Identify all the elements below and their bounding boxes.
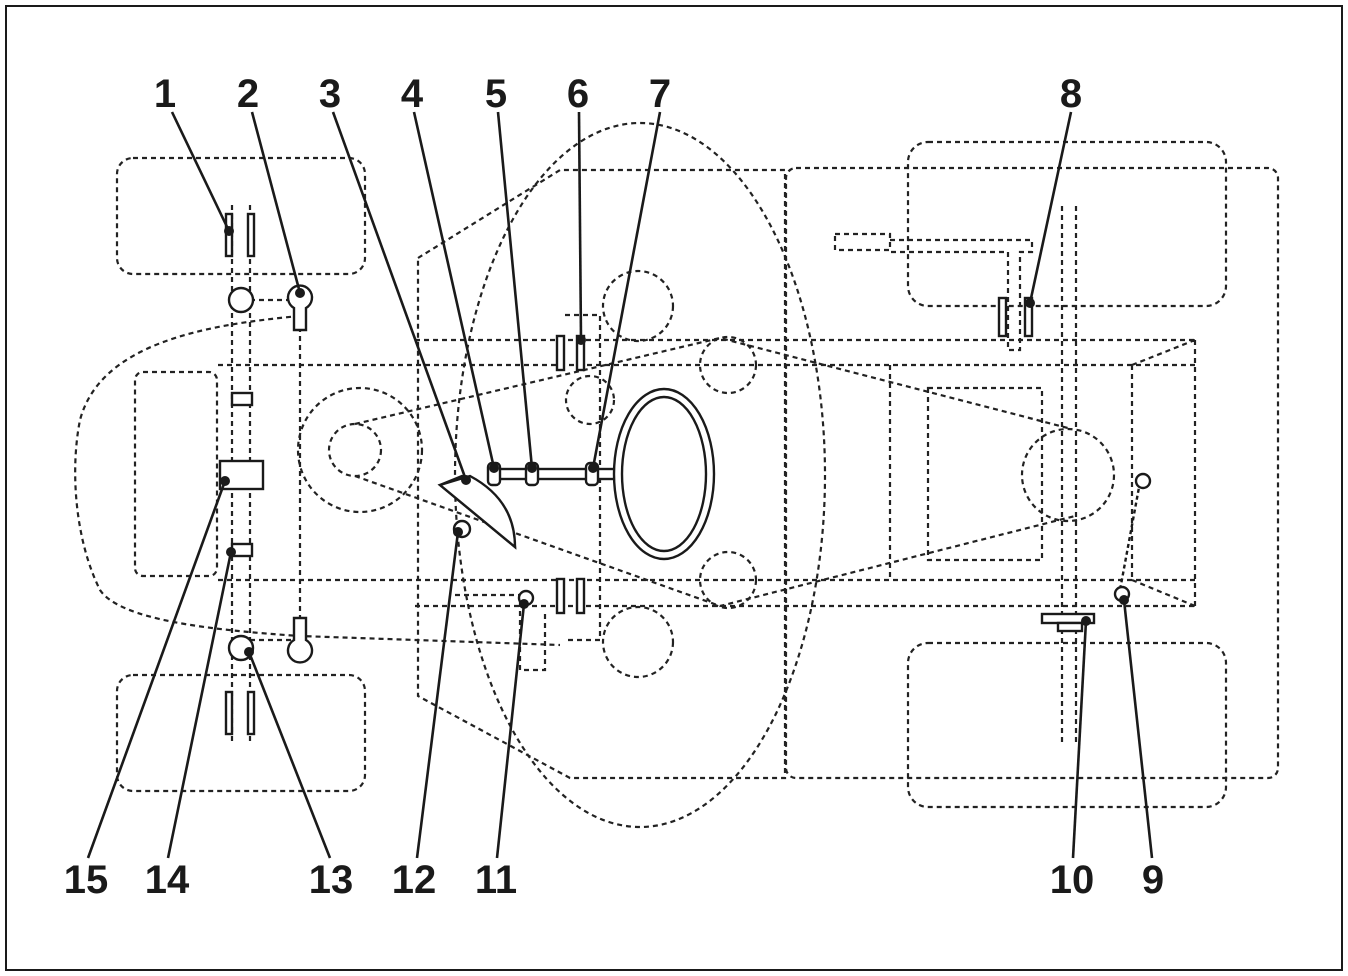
leader-dot-1 <box>224 226 234 236</box>
leader-14 <box>166 551 233 859</box>
leader-dot-3 <box>461 475 471 485</box>
leader-dot-4 <box>489 463 499 473</box>
deck-idler-top <box>698 335 758 395</box>
deck-height-quadrant-arc <box>437 474 517 550</box>
deck-idler-bottom <box>698 550 758 610</box>
leader-7 <box>591 111 662 469</box>
rear-body <box>784 166 1280 780</box>
deck-lift-rod <box>455 593 547 672</box>
rear-lever-knob <box>1134 472 1152 490</box>
solid-components <box>218 212 1152 736</box>
leader-dot-9 <box>1119 595 1129 605</box>
callout-labels: 1 2 3 4 5 6 7 8 9 10 11 12 13 14 15 <box>64 72 1164 902</box>
deck-hanger-bottom-a <box>555 577 566 615</box>
engine-pulley-large <box>296 386 424 514</box>
front-grille <box>133 370 219 578</box>
leader-dot-14 <box>226 547 236 557</box>
leader-dot-5 <box>527 463 537 473</box>
callout-label-14: 14 <box>145 858 190 902</box>
callout-label-7: 7 <box>649 72 671 116</box>
front-right-hub-inner <box>224 690 234 736</box>
callout-leaders <box>86 111 1154 859</box>
axle-clip-top <box>230 391 254 407</box>
callout-label-1: 1 <box>154 72 176 116</box>
steering-arm-bottom <box>286 616 314 664</box>
leader-15 <box>86 480 227 859</box>
callout-label-11: 11 <box>475 858 517 902</box>
deck-hanger-top-a <box>555 334 566 372</box>
leader-12 <box>415 531 460 859</box>
leader-3 <box>331 111 468 481</box>
drive-belt-lower <box>354 474 1076 608</box>
steering-arm-top <box>286 284 314 332</box>
callout-label-10: 10 <box>1050 858 1095 902</box>
callout-label-15: 15 <box>64 858 109 902</box>
rear-mount-block <box>1056 621 1084 633</box>
engine-oval-inner <box>620 395 708 553</box>
leader-dot-15 <box>220 476 230 486</box>
deck-housing <box>416 168 787 780</box>
leader-dot-12 <box>453 527 463 537</box>
leader-10 <box>1071 620 1088 859</box>
leader-11 <box>495 603 526 859</box>
callout-label-9: 9 <box>1142 858 1164 902</box>
callout-label-5: 5 <box>485 72 507 116</box>
deck-pulley-left-front <box>601 269 675 343</box>
leader-dot-13 <box>244 647 254 657</box>
engine-pulley-small <box>327 422 383 478</box>
front-left-pivot <box>227 286 255 314</box>
leader-9 <box>1122 599 1154 859</box>
callout-label-6: 6 <box>567 72 589 116</box>
callout-label-8: 8 <box>1060 72 1082 116</box>
rear-bracket <box>833 232 1034 352</box>
front-left-hub-outer <box>246 212 256 258</box>
leader-dot-2 <box>295 288 305 298</box>
leader-13 <box>247 651 332 859</box>
front-hood-outline <box>74 314 561 647</box>
leader-8 <box>1028 111 1073 304</box>
leader-dot-10 <box>1081 616 1091 626</box>
diagram-border <box>5 5 1343 971</box>
leader-4 <box>412 111 496 469</box>
leader-6 <box>577 111 583 341</box>
leader-1 <box>170 111 231 232</box>
leader-dot-11 <box>519 599 529 609</box>
leader-2 <box>250 111 302 294</box>
rear-lever-rod <box>1118 481 1142 591</box>
deck-pulley-left-rear <box>601 605 675 679</box>
leader-dot-8 <box>1025 298 1035 308</box>
front-right-hub-outer <box>246 690 256 736</box>
rear-hub-inner <box>997 296 1008 338</box>
deck-hanger-bottom-b <box>575 577 586 615</box>
callout-label-3: 3 <box>319 72 341 116</box>
rear-hub-outer <box>1023 296 1034 338</box>
rear-left-wheel <box>906 140 1228 308</box>
drive-belt-upper <box>354 336 1069 430</box>
callout-label-12: 12 <box>392 858 437 902</box>
transmission-pulley <box>1020 427 1116 523</box>
mower-deck <box>453 121 827 829</box>
front-right-wheel <box>115 673 367 793</box>
deck-center-small <box>564 374 616 426</box>
front-left-wheel <box>115 156 367 276</box>
callout-label-2: 2 <box>237 72 259 116</box>
callout-label-13: 13 <box>309 858 354 902</box>
leader-5 <box>496 111 534 469</box>
transmission-housing <box>926 386 1044 562</box>
leader-dot-7 <box>588 463 598 473</box>
leader-dot-6 <box>576 335 586 345</box>
callout-label-4: 4 <box>401 72 424 116</box>
rear-right-wheel <box>906 641 1228 809</box>
rear-axle <box>1060 206 1078 744</box>
